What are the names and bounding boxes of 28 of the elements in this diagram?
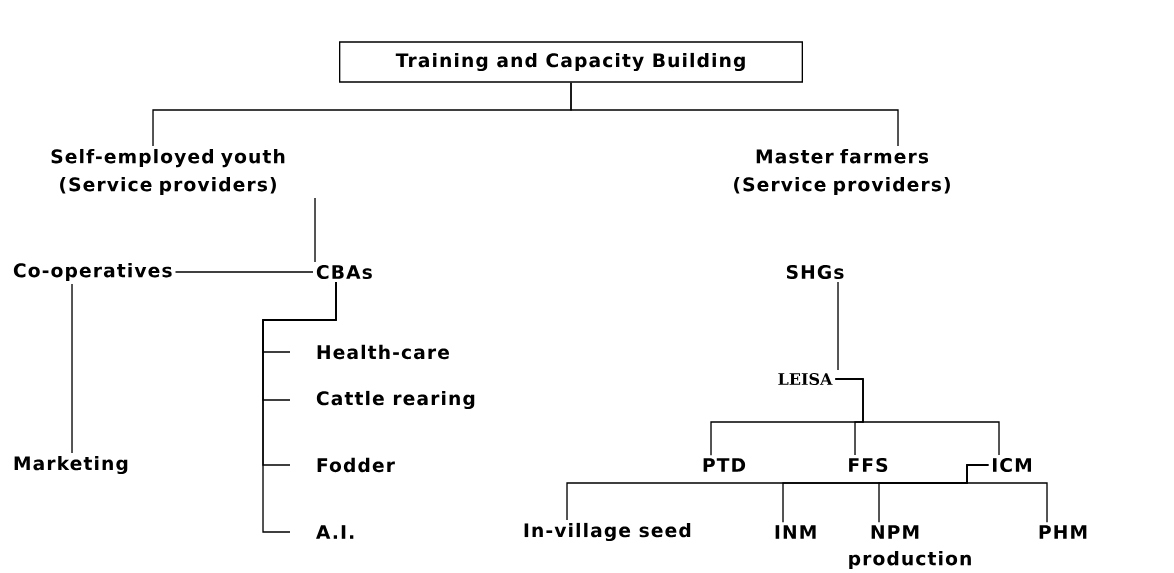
node-label: PTD [703,458,746,472]
node-label: Marketing [14,455,128,475]
connector-line [174,271,314,273]
connector-line [834,378,1000,456]
node-label: NPM [871,525,919,539]
node-label: ICM [993,457,1031,473]
node-label: Health-care [317,344,449,360]
node-label: In-village seed [524,522,691,542]
node-label: LEISA [778,372,833,386]
node-label: Self-employed youth (Service providers) [51,148,285,196]
connector-line [262,281,337,533]
connector-line [314,197,316,263]
title-box: Training and Capacity Building [339,41,803,83]
node-label: PHM [1039,525,1087,539]
node-label: Master farmers (Service providers) [734,148,950,196]
node-label: Fodder [317,457,395,473]
node-label: SHGs [786,264,844,280]
node-label: A.I. [316,525,354,539]
connector-line [837,281,839,371]
connector-line [966,464,1048,523]
node-label: CBAs [316,264,372,280]
node-label: Co-operatives [13,262,172,282]
connector-line [570,82,899,147]
node-label: FFS [849,457,888,473]
connector-line [71,283,73,454]
node-label: Cattle rearing [316,390,475,410]
node-label: INM [775,525,816,539]
node-label: production [849,550,971,570]
